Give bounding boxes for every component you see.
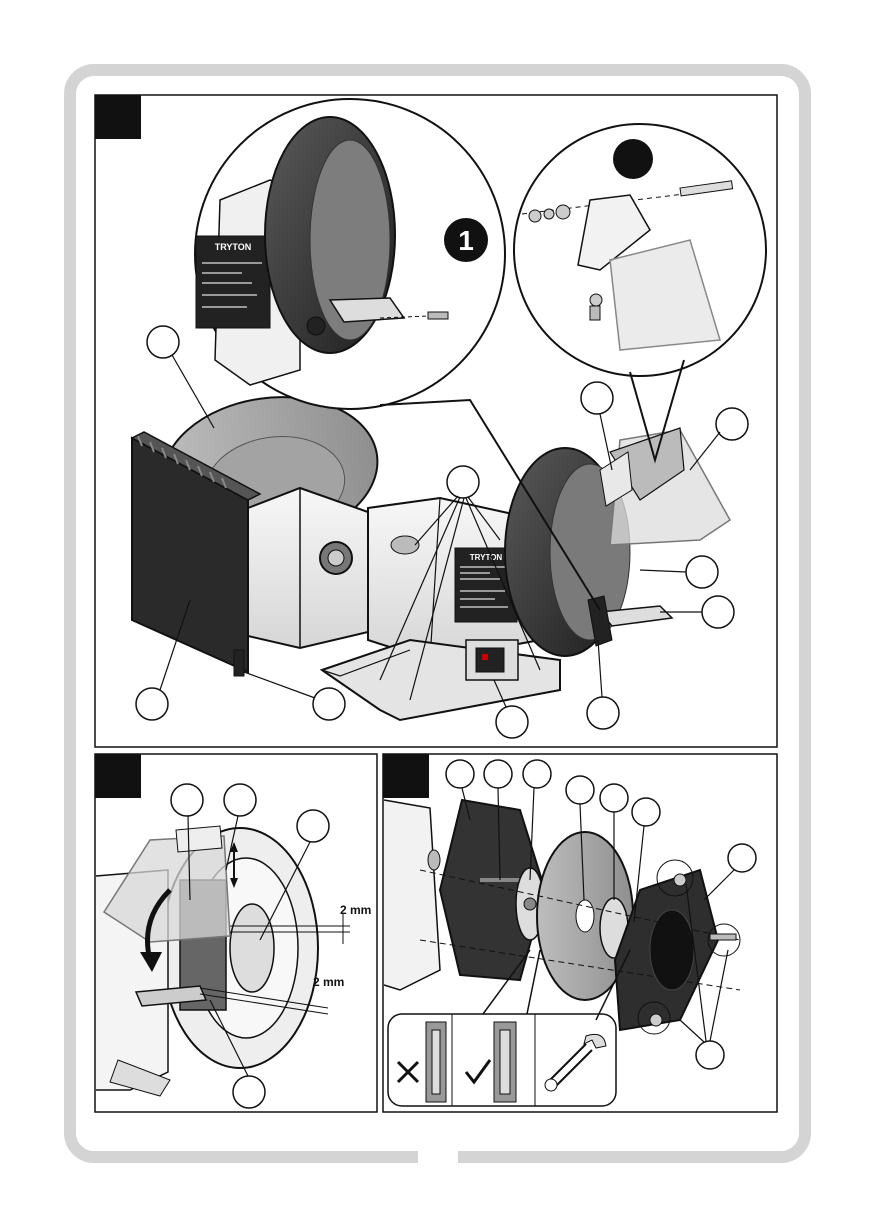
power-switch-icon bbox=[466, 640, 518, 680]
detail-circle-eye-shield bbox=[514, 124, 766, 376]
callout-marker bbox=[696, 1041, 724, 1069]
panel-assembly-overview: TRYTON bbox=[95, 95, 777, 747]
callout-marker bbox=[224, 784, 256, 816]
callout-marker bbox=[581, 382, 613, 414]
callout-marker bbox=[728, 844, 756, 872]
panel-b-letter-badge bbox=[95, 754, 141, 798]
callout-marker bbox=[716, 408, 748, 440]
upper-gap-label: 2 mm bbox=[340, 903, 371, 917]
panel-a-letter-badge bbox=[95, 95, 141, 139]
nameplate-brand: TRYTON bbox=[470, 553, 503, 562]
panel-wheel-replacement bbox=[383, 754, 777, 1112]
callout-marker bbox=[600, 784, 628, 812]
lower-gap-label: 2 mm bbox=[313, 975, 344, 989]
callout-marker bbox=[171, 784, 203, 816]
callout-marker bbox=[587, 697, 619, 729]
callout-marker bbox=[136, 688, 168, 720]
detail-circle-tool-rest: TRYTON 1 bbox=[195, 99, 505, 409]
callout-marker bbox=[297, 810, 329, 842]
callout-marker bbox=[484, 760, 512, 788]
callout-marker bbox=[496, 706, 528, 738]
callout-marker bbox=[686, 556, 718, 588]
callout-marker bbox=[566, 776, 594, 804]
callout-marker bbox=[632, 798, 660, 826]
panel-c-letter-badge bbox=[383, 754, 429, 798]
svg-text:TRYTON: TRYTON bbox=[215, 242, 252, 252]
callout-marker bbox=[523, 760, 551, 788]
step-two-badge bbox=[613, 139, 653, 179]
mounting-inset bbox=[388, 1014, 616, 1106]
step-one-number: 1 bbox=[458, 225, 474, 256]
callout-marker bbox=[147, 326, 179, 358]
panel-gap-adjustment: 2 mm 2 mm bbox=[95, 754, 377, 1112]
callout-marker bbox=[447, 466, 479, 498]
callout-marker bbox=[233, 1076, 265, 1108]
callout-marker bbox=[313, 688, 345, 720]
callout-marker bbox=[446, 760, 474, 788]
callout-marker bbox=[702, 596, 734, 628]
